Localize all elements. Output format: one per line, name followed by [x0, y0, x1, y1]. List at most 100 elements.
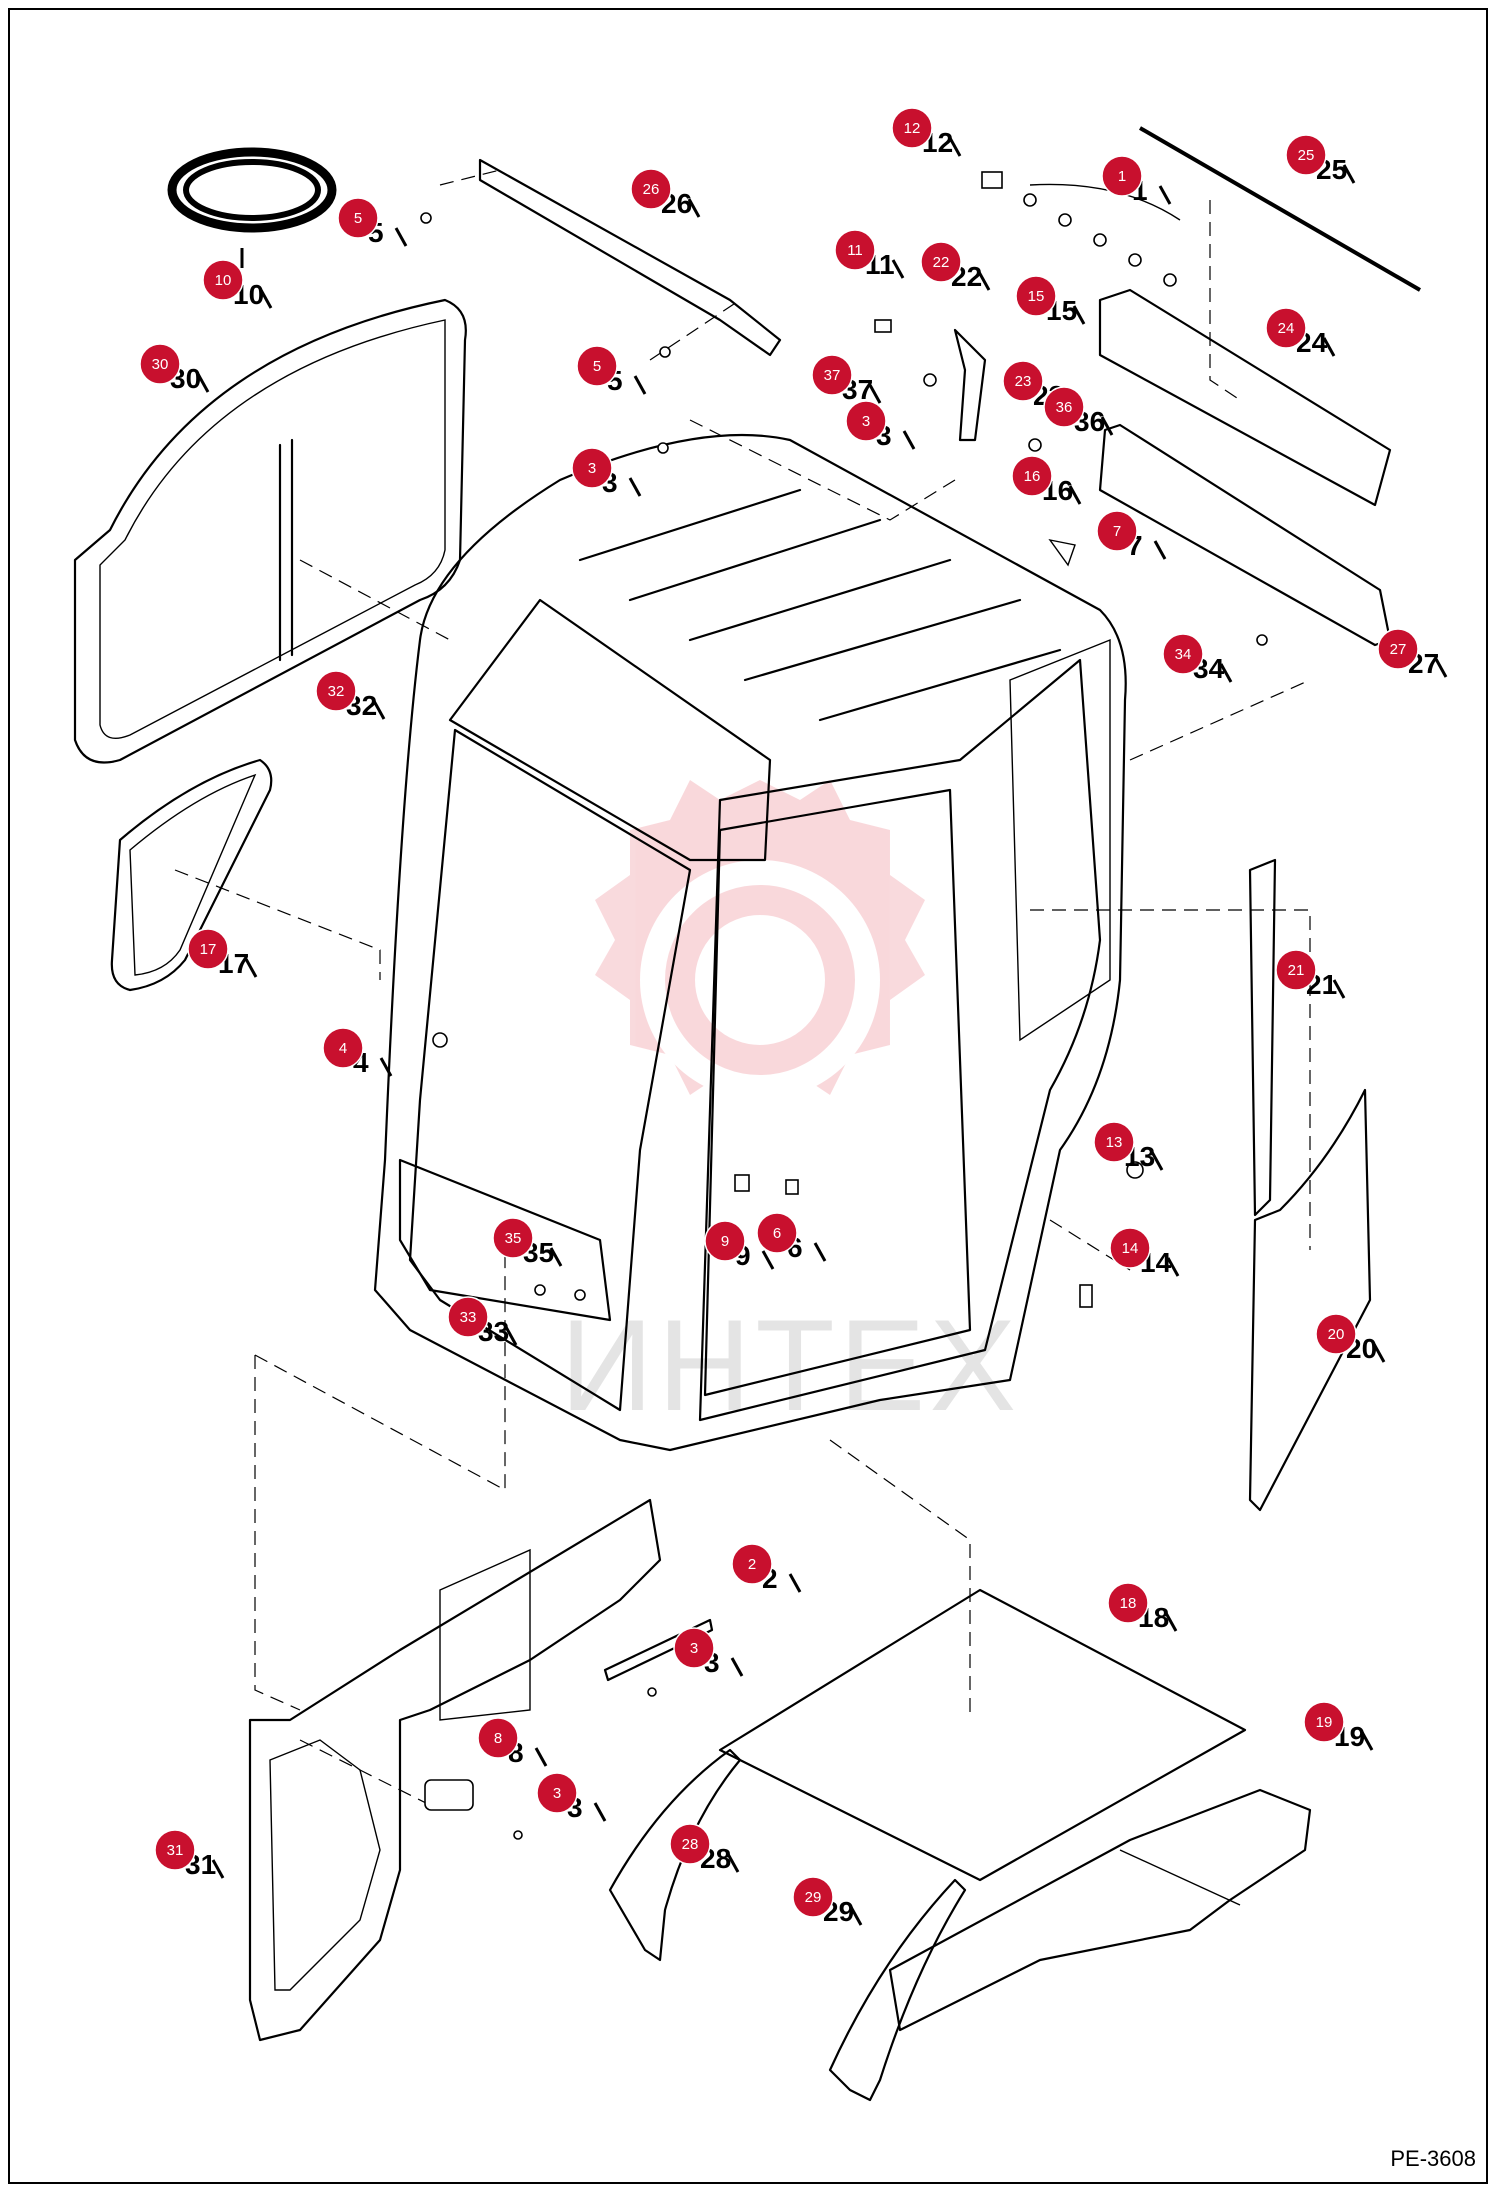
callout-badge-label: 29	[805, 1889, 822, 1906]
side-trim-strip	[1248, 858, 1277, 1217]
callout-3b[interactable]: 33	[845, 400, 916, 451]
callout-badge	[845, 400, 887, 442]
callout-9[interactable]: 99	[704, 1220, 775, 1271]
watermark-gear	[595, 780, 925, 1095]
callout-badge	[891, 107, 933, 149]
callout-badge-label: 18	[1120, 1595, 1137, 1612]
callout-badge-label: 25	[1298, 147, 1315, 164]
callout-badge-label: 7	[1113, 523, 1121, 540]
callout-3a[interactable]: 33	[571, 447, 642, 498]
assembly-lines	[174, 169, 1311, 1811]
callout-badge	[1285, 134, 1327, 176]
callout-badge	[1303, 1701, 1345, 1743]
watermark: ИНТЕХ	[560, 780, 1020, 1438]
callout-badge-label: 2	[748, 1556, 756, 1573]
callout-badge-label: 22	[933, 254, 950, 271]
callout-badge	[139, 343, 181, 385]
rear-panels	[1098, 288, 1392, 647]
right-trim-panel	[888, 1788, 1312, 2032]
callout-leader	[534, 1747, 548, 1767]
callout-5a[interactable]: 55	[337, 197, 408, 248]
callout-leader	[902, 430, 916, 450]
callout-badge	[1002, 360, 1044, 402]
callout-badge-label: 6	[773, 1225, 781, 1242]
callout-leader	[259, 289, 273, 309]
callout-8[interactable]: 88	[477, 1717, 548, 1768]
callout-7[interactable]: 77	[1096, 510, 1167, 561]
callout-badge-label: 5	[354, 210, 362, 227]
callout-badge-label: 21	[1288, 962, 1305, 979]
callout-leader	[1153, 540, 1167, 560]
watermark-text: ИНТЕХ	[560, 1292, 1020, 1438]
callout-5b[interactable]: 55	[576, 345, 647, 396]
callout-badge-label: 20	[1328, 1326, 1345, 1343]
callout-badge-label: 9	[721, 1233, 729, 1250]
callout-badge-label: 17	[200, 941, 217, 958]
callout-badge	[1377, 628, 1419, 670]
callout-badge-label: 27	[1390, 641, 1407, 658]
callout-badge-label: 1	[1118, 168, 1126, 185]
callout-badge-label: 19	[1316, 1714, 1333, 1731]
callout-badge	[1107, 1582, 1149, 1624]
callout-leader	[730, 1657, 744, 1677]
callout-3d[interactable]: 33	[536, 1772, 607, 1823]
side-panel	[1248, 1088, 1372, 1512]
callout-leader	[549, 1247, 563, 1267]
curved-trim-right	[828, 1878, 967, 2102]
callout-badge	[154, 1829, 196, 1871]
callout-badge-label: 16	[1024, 468, 1041, 485]
callout-leader	[1068, 485, 1082, 505]
callout-1[interactable]: 11	[1101, 155, 1172, 206]
callout-3c[interactable]: 33	[673, 1627, 744, 1678]
callout-badge	[811, 354, 853, 396]
callout-leader	[628, 477, 642, 497]
callout-6[interactable]: 66	[756, 1212, 827, 1263]
callout-leader	[813, 1242, 827, 1262]
side-glass	[110, 758, 273, 992]
callout-badge-label: 26	[643, 181, 660, 198]
callout-badge	[322, 1027, 364, 1069]
callout-badge-label: 5	[593, 358, 601, 375]
callout-leader	[394, 227, 408, 247]
rod	[1138, 126, 1422, 292]
callout-leader	[593, 1802, 607, 1822]
callout-4[interactable]: 44	[322, 1027, 393, 1078]
callout-badge-label: 37	[824, 367, 841, 384]
callout-badge	[1043, 386, 1085, 428]
callout-badge	[1162, 633, 1204, 675]
callout-badge-label: 28	[682, 1836, 699, 1853]
callout-badge-label: 24	[1278, 320, 1295, 337]
callout-leader	[726, 1853, 740, 1873]
callout-leader	[977, 271, 991, 291]
callout-2[interactable]: 22	[731, 1543, 802, 1594]
callout-badge	[630, 168, 672, 210]
